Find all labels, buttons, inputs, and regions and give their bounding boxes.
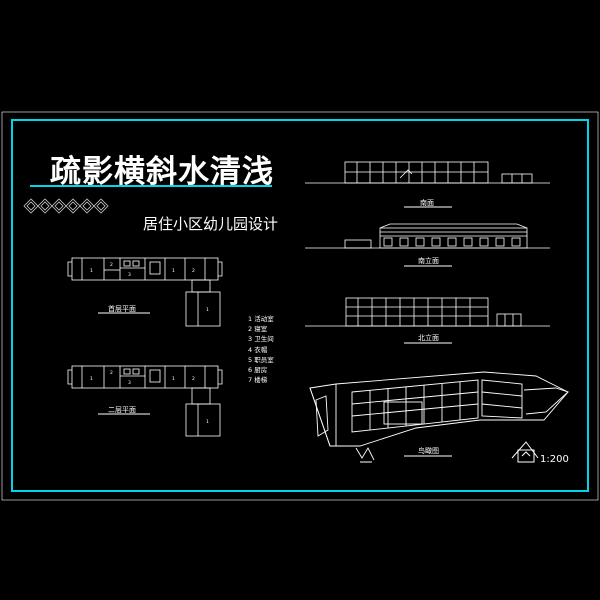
perspective-label: 鸟瞰图 [418, 447, 439, 455]
legend-item: 7 楼梯 [248, 376, 268, 385]
room-legend: 1 活动室 2 寝室 3 卫生间 4 衣帽 5 职员室 6 厨房 7 楼梯 [248, 314, 274, 385]
svg-text:2: 2 [110, 370, 113, 376]
inner-frame [11, 119, 589, 492]
legend-item: 4 衣帽 [248, 345, 268, 354]
scale-label: 1:200 [540, 454, 569, 465]
svg-text:2: 2 [110, 262, 113, 268]
svg-text:2: 2 [192, 268, 195, 274]
legend-item: 2 寝室 [248, 325, 268, 334]
svg-text:3: 3 [128, 272, 131, 278]
legend-item: 3 卫生间 [248, 335, 274, 344]
svg-text:1: 1 [206, 419, 209, 425]
ground-floor-plan-label: 首层平面 [108, 305, 136, 313]
second-floor-plan [67, 365, 223, 437]
ground-floor-plan [67, 257, 223, 327]
second-floor-plan-label: 二层平面 [108, 406, 136, 414]
ground-floor-numbers: 1 2 3 1 2 1 [90, 262, 209, 313]
top-elevation [305, 161, 550, 184]
north-elevation [305, 297, 550, 327]
drawing-subtitle: 居住小区幼儿园设计 [143, 215, 279, 233]
svg-text:2: 2 [192, 376, 195, 382]
legend-item: 5 职员室 [248, 355, 274, 364]
svg-text:1: 1 [90, 376, 93, 382]
svg-text:1: 1 [172, 268, 175, 274]
second-floor-numbers: 1 2 3 1 2 1 [90, 370, 209, 425]
north-elevation-label: 北立面 [418, 334, 439, 342]
legend-item: 6 厨房 [248, 366, 268, 375]
top-elevation-label: 南面 [420, 199, 434, 207]
diamond-ornament [23, 198, 109, 214]
south-elevation [305, 223, 550, 249]
svg-text:3: 3 [128, 380, 131, 386]
svg-text:1: 1 [206, 307, 209, 313]
drawing-title: 疏影横斜水清浅 [50, 154, 274, 190]
svg-text:1: 1 [90, 268, 93, 274]
outer-border [1, 111, 599, 501]
svg-text:1: 1 [172, 376, 175, 382]
aerial-perspective [309, 371, 569, 463]
north-arrow-icon [511, 441, 539, 463]
south-elevation-label: 南立面 [418, 257, 439, 265]
legend-item: 1 活动室 [248, 315, 274, 323]
